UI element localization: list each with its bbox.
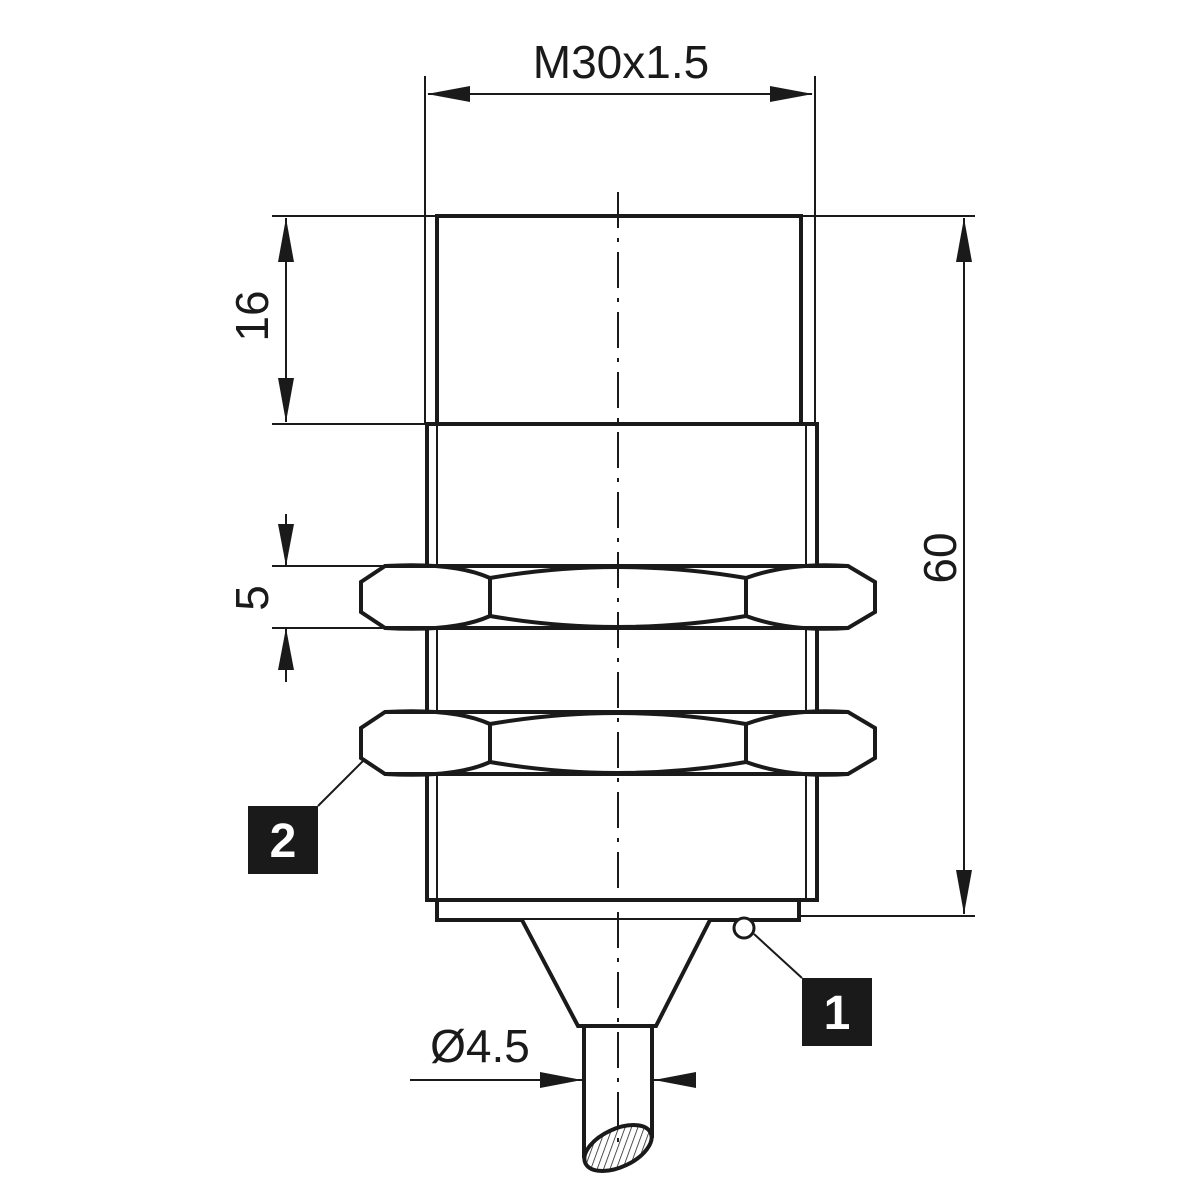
arrow-up-icon [278, 628, 294, 670]
leader-line [753, 933, 803, 979]
total-length-label: 60 [914, 532, 966, 583]
housing-body [425, 422, 819, 902]
nut-thickness-label: 5 [226, 585, 278, 611]
callout-number: 1 [824, 987, 851, 1040]
nut-thickness-dimension: 5 [226, 514, 385, 682]
sensing-length-label: 16 [226, 290, 278, 341]
callout-led: 1 [753, 933, 872, 1046]
nut-upper-facet-left [384, 563, 492, 631]
arrow-right-icon [770, 86, 813, 102]
arrow-right-icon [540, 1072, 582, 1088]
cable [582, 1026, 654, 1173]
nut-lower-facet-left [384, 709, 492, 777]
cable-gland [520, 919, 712, 1028]
thread-label: M30x1.5 [533, 36, 709, 88]
callout-nut: 2 [248, 759, 365, 874]
cable-diameter-dimension: Ø4.5 [410, 1020, 696, 1088]
sensing-length-dimension: 16 [226, 215, 435, 425]
arrow-left-icon [427, 86, 470, 102]
total-length-dimension: 60 [801, 215, 975, 917]
nut-upper [359, 563, 877, 631]
callout-box [802, 978, 872, 1046]
arrow-left-icon [654, 1072, 696, 1088]
arrow-down-icon [278, 524, 294, 566]
leader-line [317, 759, 365, 807]
thread-dimension: M30x1.5 [424, 36, 816, 424]
arrow-down-icon [278, 378, 294, 422]
cable-diameter-label: Ø4.5 [430, 1020, 530, 1072]
arrow-up-icon [278, 218, 294, 262]
callout-box [248, 806, 318, 874]
led-indicator [732, 916, 756, 940]
led-icon [732, 916, 756, 940]
nut-lower-facet-right [745, 709, 849, 777]
arrow-up-icon [956, 218, 972, 262]
nut-lower-facet-middle [489, 711, 748, 775]
gland-taper [520, 919, 712, 1028]
arrow-down-icon [956, 870, 972, 914]
nut-upper-facet-right [745, 563, 849, 631]
nut-upper-facet-middle [489, 565, 748, 629]
threaded-housing [425, 422, 819, 902]
cable-cross-section [582, 1123, 654, 1173]
callout-number: 2 [270, 815, 297, 868]
